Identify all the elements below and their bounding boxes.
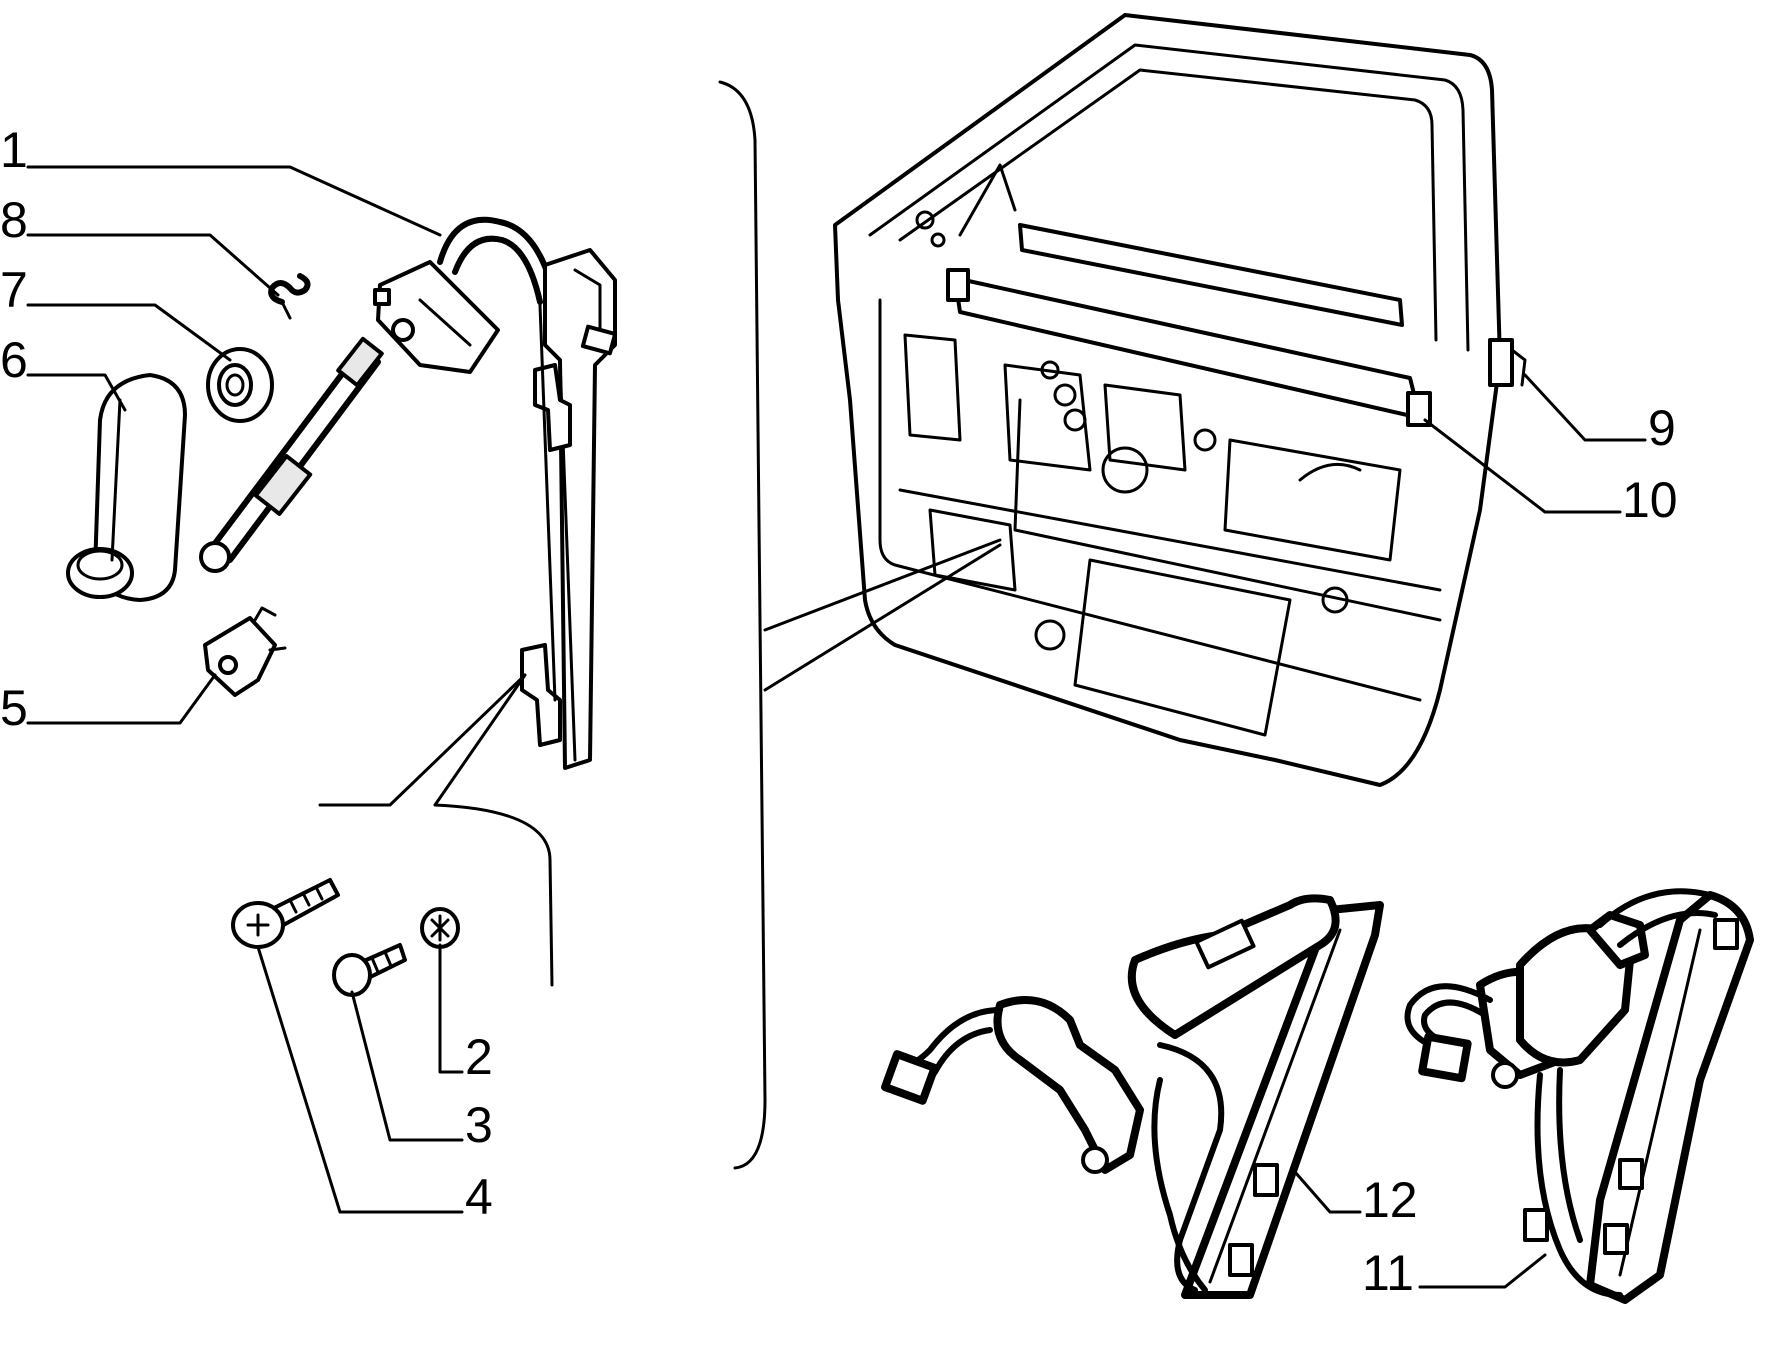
power-regulator-left (881, 894, 1384, 1299)
leader-lines (26, 165, 1647, 1289)
callout-7: 7 (0, 262, 28, 318)
bolt (332, 943, 407, 997)
callout-10: 10 (1622, 472, 1678, 528)
retaining-clip (203, 606, 287, 697)
callout-8: 8 (0, 192, 28, 248)
leader-8 (26, 233, 280, 297)
callout-6: 6 (0, 332, 28, 388)
callout-labels: 1 8 7 6 5 2 3 4 9 10 12 11 (0, 122, 1678, 1301)
screw-phillips (231, 878, 340, 949)
leader-1 (26, 165, 442, 237)
handle-escutcheon (206, 347, 274, 423)
power-regulator-right (1404, 888, 1754, 1304)
window-crank-handle (66, 373, 187, 602)
spring-clip (268, 273, 311, 320)
callout-12: 12 (1362, 1172, 1418, 1228)
leader-2 (438, 943, 464, 1074)
callout-2: 2 (465, 1029, 493, 1085)
manual-regulator-assembly (199, 216, 618, 770)
callout-11: 11 (1362, 1245, 1414, 1301)
brace (718, 80, 767, 1170)
callout-3: 3 (465, 1097, 493, 1153)
leader-5 (26, 673, 217, 725)
leader-12 (1293, 1170, 1362, 1214)
brace-pointer (763, 538, 1002, 692)
callout-5: 5 (0, 680, 28, 736)
leader-9 (1523, 373, 1647, 442)
callout-4: 4 (465, 1169, 493, 1225)
callout-1: 1 (0, 122, 28, 178)
leader-11 (1418, 1253, 1547, 1289)
leader-3 (350, 990, 464, 1142)
leader-6 (26, 373, 127, 412)
leader-10 (1423, 418, 1622, 514)
nut (420, 907, 460, 949)
leader-7 (26, 303, 232, 362)
door-inner-panel (833, 13, 1527, 787)
leader-4 (256, 945, 464, 1214)
callout-9: 9 (1648, 400, 1676, 456)
detail-bracket-left (318, 673, 554, 987)
